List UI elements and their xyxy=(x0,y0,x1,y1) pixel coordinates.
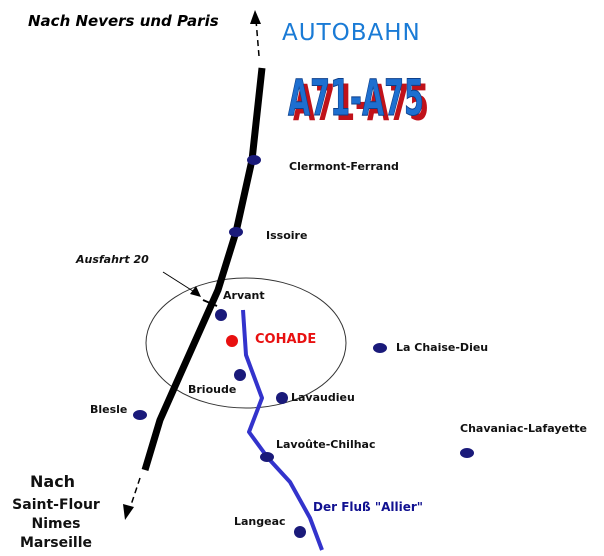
label-langeac: Langeac xyxy=(234,515,286,528)
south-arrow xyxy=(129,477,141,509)
river-allier xyxy=(241,309,324,551)
north-arrow xyxy=(255,19,260,57)
autobahn-title: AUTOBAHN xyxy=(282,20,421,46)
label-lavaudieu: Lavaudieu xyxy=(291,391,355,404)
south-direction-line-3: Marseille xyxy=(19,535,92,551)
dot-arvant xyxy=(215,309,227,321)
exit-label: Ausfahrt 20 xyxy=(76,253,149,266)
label-clermont-ferrand: Clermont-Ferrand xyxy=(289,160,399,173)
dot-lavoute-chilhac xyxy=(260,452,274,462)
south-direction-line-2: Nimes xyxy=(31,516,81,532)
label-issoire: Issoire xyxy=(266,229,308,242)
motorway-line xyxy=(141,67,266,472)
north-direction-label: Nach Nevers und Paris xyxy=(28,12,219,30)
exit-arrowhead-icon xyxy=(190,286,201,297)
exit-pointer xyxy=(162,271,197,294)
dot-issoire xyxy=(229,227,243,237)
south-arrowhead-icon xyxy=(123,504,134,520)
north-arrowhead-icon xyxy=(250,10,261,24)
label-brioude: Brioude xyxy=(188,383,237,396)
label-cohade: COHADE xyxy=(255,332,317,347)
area-circle xyxy=(145,277,347,409)
label-la-chaise-dieu: La Chaise-Dieu xyxy=(396,341,489,354)
label-arvant: Arvant xyxy=(223,289,265,302)
dot-clermont-ferrand xyxy=(247,155,261,165)
route-badge-text: A71-A75 xyxy=(288,69,424,127)
south-direction-heading: Nach xyxy=(30,472,76,491)
dot-cohade xyxy=(226,335,238,347)
route-badge: A71-A75 A71-A75 xyxy=(288,69,430,133)
river-label: Der Fluß "Allier" xyxy=(313,500,424,514)
dot-lavaudieu xyxy=(276,392,288,404)
dot-brioude xyxy=(234,369,246,381)
south-direction-line-1: Saint-Flour xyxy=(12,497,100,513)
dot-chavaniac-lafayette xyxy=(460,448,474,458)
label-blesle: Blesle xyxy=(90,403,128,416)
route-badge-shadow: A71-A75 xyxy=(293,74,429,132)
dot-blesle xyxy=(133,410,147,420)
dot-langeac xyxy=(294,526,306,538)
label-chavaniac-lafayette: Chavaniac-Lafayette xyxy=(460,422,587,435)
dot-la-chaise-dieu xyxy=(373,343,387,353)
label-lavoute-chilhac: Lavoûte-Chilhac xyxy=(276,438,376,451)
exit-tick xyxy=(202,299,218,307)
